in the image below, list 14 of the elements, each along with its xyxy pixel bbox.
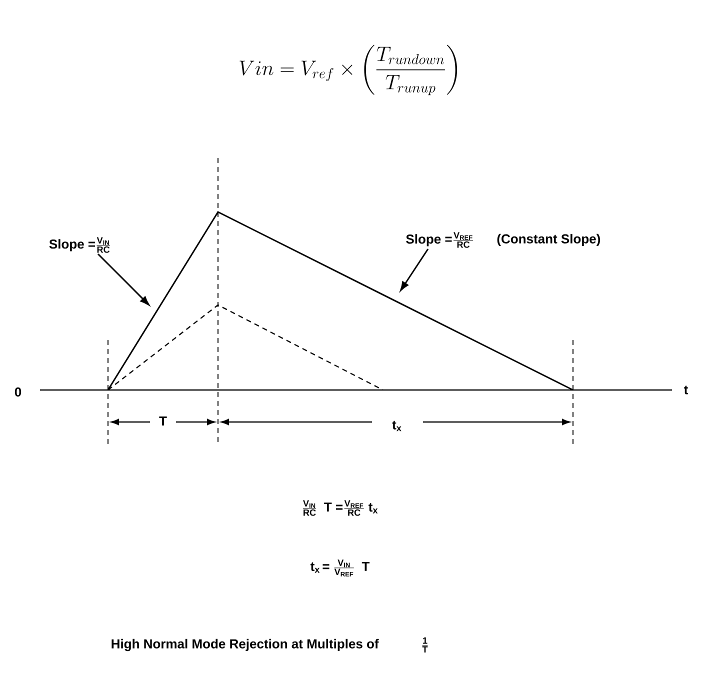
arrow xyxy=(97,253,150,306)
formula: $\frac{\textbf{V}_{\textbf{IN}}}{\textbf{RC}}\;\;\textbf{T =} \frac{\textbf{V}_{\textbf{REF}}}{\textbf{RC}}\;\textbf{t}_{\textbf{x}}$ xyxy=(302,500,378,516)
note-text: (Constant Slope) xyxy=(497,234,600,246)
slope-formula: $\textbf{Slope =} \frac{\textbf{V}_{\textbf{REF}}}{\textbf{RC}}$ xyxy=(406,232,474,248)
caption-text: High Normal Mode Rejection at Multiples of xyxy=(112,638,379,652)
dimension-label: T xyxy=(159,416,167,426)
formula: $Vin = V_{ref} \times \left(\frac{T_{rundown}}{T_{runup}}\right)$ xyxy=(240,44,458,96)
slope-formula: $\textbf{Slope =} \frac{\textbf{V}_{\textbf{IN}}}{\textbf{RC}}$ xyxy=(49,237,110,253)
formula: $\frac{\textbf{1}}{\textbf{T}}$ xyxy=(422,637,428,653)
dimension-label: $\textbf{t}_{\textbf{x}}$ xyxy=(392,420,402,432)
axis-label: 0 xyxy=(14,387,22,397)
arrow xyxy=(400,248,429,291)
axis-label: t xyxy=(684,386,688,394)
formula: $\textbf{t}_{\textbf{x}}\,\textbf{=}\;\frac{\textbf{V}_{\textbf{IN}}}{\textbf{V}_{\textbf{REF}}}\;\;\textbf{T}$ xyxy=(310,560,370,576)
